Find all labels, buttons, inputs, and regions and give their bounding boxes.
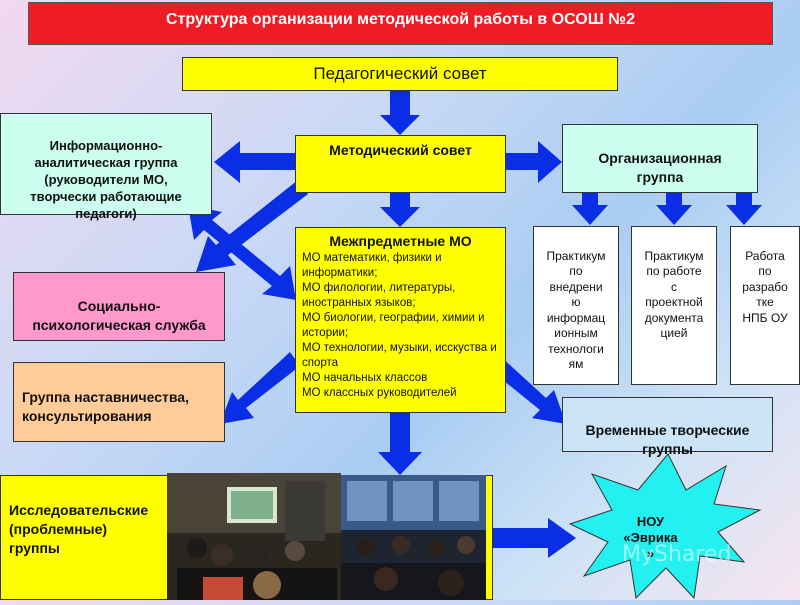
research-groups-label: Исследовательские (проблемные) группы xyxy=(9,502,149,556)
classroom-photo-right xyxy=(341,475,486,600)
page-title-text: Структура организации методической работ… xyxy=(166,11,635,28)
arrow-diagonal-icon xyxy=(196,180,308,272)
arrow-right-icon xyxy=(506,141,562,183)
arrow-down-icon xyxy=(380,193,420,227)
watermark-text: MyShared xyxy=(622,542,732,567)
arrow-down-icon xyxy=(656,193,692,225)
mo-item: МО математики, физики и информатики; xyxy=(302,252,442,279)
arrow-down-icon xyxy=(378,413,422,475)
info-analytic-group-box: Информационно- аналитическая группа (рук… xyxy=(0,113,212,221)
arrow-right-icon xyxy=(490,518,576,558)
arrow-double-diagonal-icon xyxy=(188,205,296,300)
organizational-group-label: Организационная группа xyxy=(598,150,722,185)
organizational-group-box: Организационная группа xyxy=(562,124,758,193)
mo-item: МО биологии, географии, химии и истории; xyxy=(302,312,485,339)
mo-item: МО филологии, литературы, иностранных яз… xyxy=(302,282,456,309)
classroom-photo-right-image xyxy=(341,475,486,600)
temporary-creative-groups-box: Временные творческие группы xyxy=(562,397,773,457)
methodical-council-box: Методический совет xyxy=(295,135,506,193)
arrow-down-icon xyxy=(726,193,762,225)
npb-work-box: Работа по разрабо тке НПБ ОУ xyxy=(730,226,800,385)
arrow-down-icon xyxy=(380,91,420,135)
mo-item: МО классных руководителей xyxy=(302,387,457,399)
mo-item: МО начальных классов xyxy=(302,372,428,384)
practicum-project-box: Практикум по работе с проектной документ… xyxy=(631,226,717,385)
interdisciplinary-mo-title: Межпредметные МО xyxy=(329,233,472,249)
practicum-project-label: Практикум по работе с проектной документ… xyxy=(644,248,704,341)
mentoring-group-label: Группа наставничества, консультирования xyxy=(22,389,189,424)
arrow-down-icon xyxy=(572,193,608,225)
nou-eureka-star: НОУ «Эврика » xyxy=(568,452,763,600)
practicum-it-label: Практикум по внедрени ю информац ионным … xyxy=(546,248,606,372)
npb-work-label: Работа по разрабо тке НПБ ОУ xyxy=(742,248,788,325)
social-psych-service-box: Социально- психологическая служба xyxy=(13,272,225,341)
social-psych-service-label: Социально- психологическая служба xyxy=(32,298,206,333)
temporary-creative-groups-label: Временные творческие группы xyxy=(585,422,750,457)
classroom-photo-left xyxy=(167,473,341,600)
arrow-left-icon xyxy=(214,141,295,183)
arrow-diagonal-icon xyxy=(220,352,300,424)
info-analytic-group-label: Информационно- аналитическая группа (рук… xyxy=(30,138,182,221)
mo-item: МО технологии, музыки, исскуства и спорт… xyxy=(302,342,497,369)
arrow-diagonal-icon xyxy=(488,356,566,424)
methodical-council-label: Методический совет xyxy=(329,142,472,158)
practicum-it-box: Практикум по внедрени ю информац ионным … xyxy=(533,226,619,385)
pedagogical-council-label: Педагогический совет xyxy=(313,64,487,83)
page-title: Структура организации методической работ… xyxy=(28,2,773,45)
classroom-photo-left-image xyxy=(167,473,341,600)
nou-eureka-label: НОУ «Эврика » xyxy=(623,514,678,561)
mentoring-group-box: Группа наставничества, консультирования xyxy=(13,362,225,442)
burst-star-icon xyxy=(568,453,762,600)
interdisciplinary-mo-box: Межпредметные МО МО математики, физики и… xyxy=(295,227,506,413)
pedagogical-council-box: Педагогический совет xyxy=(182,57,618,91)
